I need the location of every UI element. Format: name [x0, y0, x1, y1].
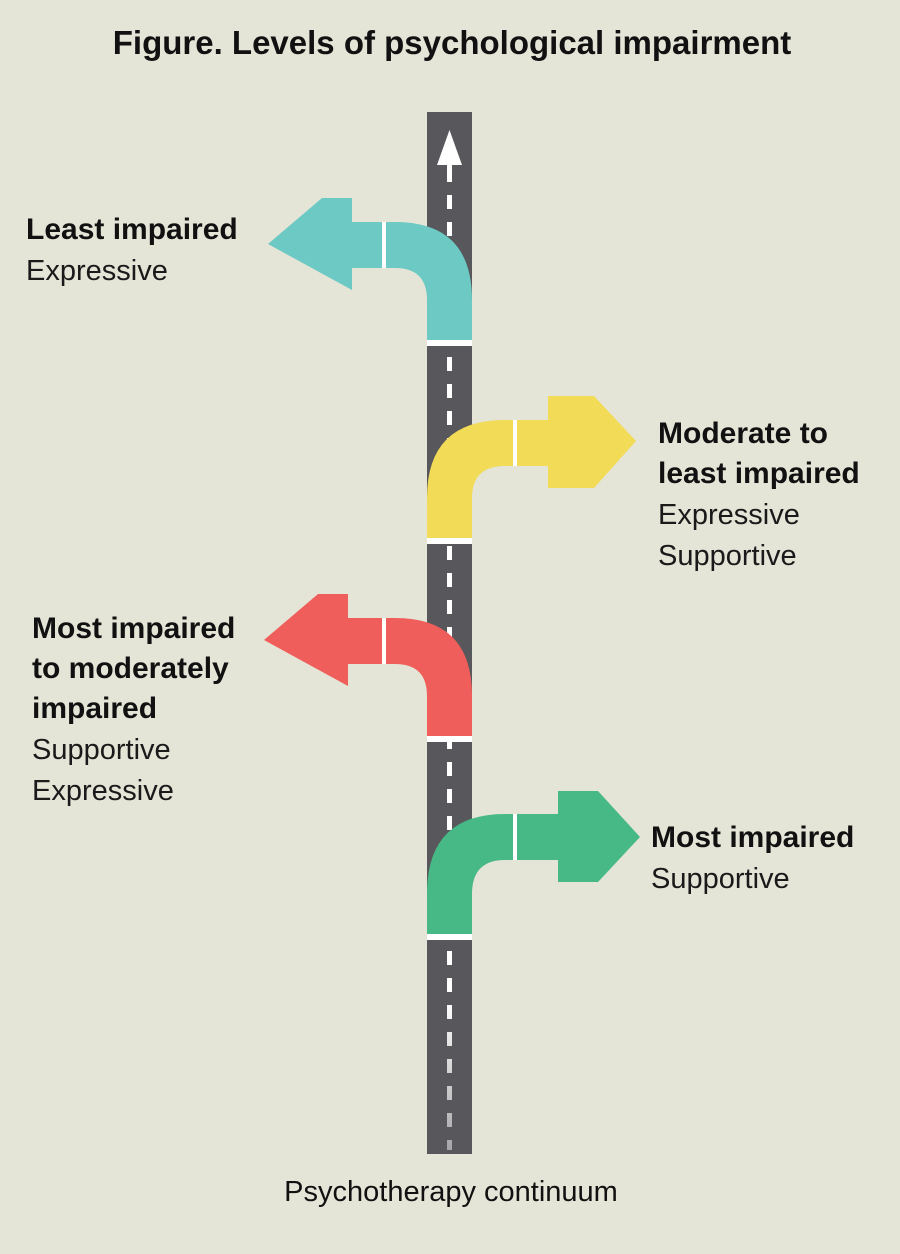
branch-most-impaired: Most impaired Supportive	[427, 791, 854, 940]
yellow-road-gap	[427, 538, 472, 544]
branch-most-moderate-heading-line-3: impaired	[32, 692, 157, 725]
branch-moderate-least-heading-line-2: least impaired	[658, 457, 860, 490]
branch-moderate-least-heading: Moderate to least impaired	[658, 417, 860, 490]
branch-least-therapies: Expressive	[26, 255, 168, 287]
branch-moderate-least-therapy-2: Supportive	[658, 540, 797, 572]
branch-moderate-least-therapies: Expressive Supportive	[658, 499, 808, 572]
branch-most-moderate-therapy-2: Expressive	[32, 775, 174, 807]
branch-moderate-least-therapy-1: Expressive	[658, 499, 800, 531]
branch-least-therapy: Expressive	[26, 255, 168, 287]
green-turn-right-arrow-icon	[427, 791, 640, 934]
branch-most-therapy: Supportive	[651, 863, 790, 895]
green-road-gap	[427, 934, 472, 940]
branch-most-moderate-heading: Most impaired to moderately impaired	[32, 612, 244, 725]
branch-moderate-least-heading-line-1: Moderate to	[658, 417, 828, 450]
red-turn-left-arrow-icon	[264, 594, 472, 736]
branch-most-moderate-heading-line-1: Most impaired	[32, 612, 235, 645]
branch-least-heading-line: Least impaired	[26, 213, 238, 246]
continuum-axis-label: Psychotherapy continuum	[284, 1176, 618, 1208]
branch-most-moderate-heading-line-2: to moderately	[32, 652, 229, 685]
figure-title: Figure. Levels of psychological impairme…	[113, 24, 792, 61]
branch-most-moderate-therapy-1: Supportive	[32, 734, 171, 766]
branch-most-moderate-therapies: Supportive Expressive	[32, 734, 179, 807]
branch-moderate-to-least-impaired: Moderate to least impaired Expressive Su…	[427, 396, 860, 572]
branch-most-to-moderately-impaired: Most impaired to moderately impaired Sup…	[32, 594, 472, 807]
teal-road-gap	[427, 340, 472, 346]
branch-least-impaired: Least impaired Expressive	[26, 198, 472, 346]
up-arrow-icon	[437, 130, 462, 165]
branch-most-heading-line: Most impaired	[651, 821, 854, 854]
yellow-turn-right-arrow-icon	[427, 396, 636, 538]
road-fade	[427, 1000, 472, 1154]
red-road-gap	[427, 736, 472, 742]
branch-most-heading: Most impaired	[651, 821, 854, 854]
branch-least-heading: Least impaired	[26, 213, 238, 246]
branch-most-therapies: Supportive	[651, 863, 790, 895]
teal-turn-left-arrow-icon	[268, 198, 472, 340]
